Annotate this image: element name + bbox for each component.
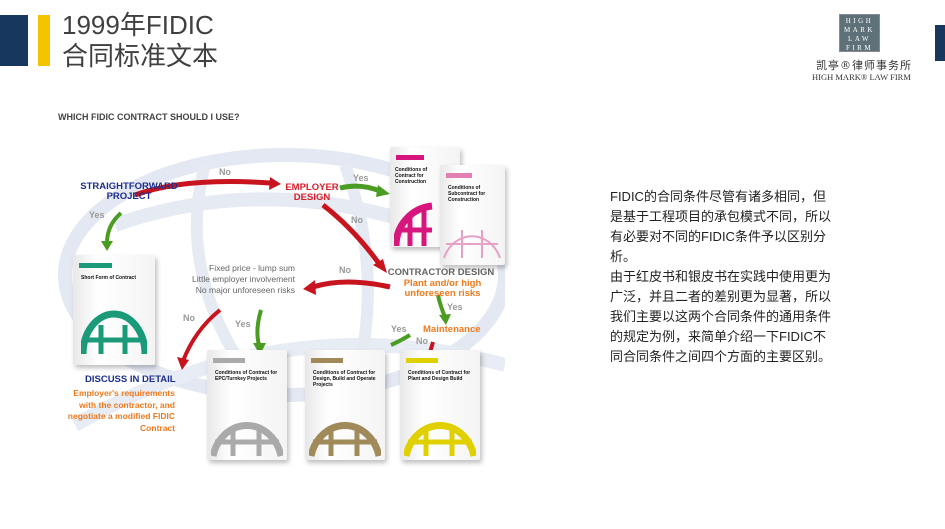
label-no: No: [219, 167, 231, 177]
accent-bar-left: [0, 15, 28, 66]
diagram-question: WHICH FIDIC CONTRACT SHOULD I USE?: [58, 112, 240, 122]
label-yes: Yes: [353, 173, 369, 183]
logo-line: FIRM: [845, 44, 874, 52]
contractor-design-sub: Plant and/or high unforeseen risks: [403, 278, 482, 299]
label-no: No: [183, 313, 195, 323]
accent-bar-yellow: [38, 15, 50, 66]
label-no: No: [351, 215, 363, 225]
book-subcontract: Conditions of Subcontract for Constructi…: [440, 165, 505, 265]
contractor-design-label: CONTRACTOR DESIGN: [387, 267, 495, 278]
label-no: No: [416, 336, 428, 346]
book-design-build-operate: Conditions of Contract for Design, Build…: [305, 350, 385, 460]
maintenance-label: Maintenance: [423, 324, 481, 335]
label-yes: Yes: [391, 324, 407, 334]
criterion: Fixed price - lump sum: [209, 263, 295, 273]
title-line-1: 1999年FIDIC: [62, 10, 214, 40]
book-title: Conditions of Contract for EPC/Turnkey P…: [215, 370, 278, 382]
discuss-label: DISCUSS IN DETAIL: [85, 374, 176, 385]
book-title: Conditions of Contract for Design, Build…: [313, 370, 376, 388]
book-short-form: Short Form of Contract: [73, 255, 155, 365]
book-plant-design-build: Conditions of Contract for Plant and Des…: [400, 350, 480, 460]
book-epc-turnkey: Conditions of Contract for EPC/Turnkey P…: [207, 350, 287, 460]
description-text: FIDIC的合同条件尽管有诸多相同，但是基于工程项目的承包模式不同，所以有必要对…: [610, 187, 835, 367]
criterion: No major unforeseen risks: [195, 285, 295, 295]
accent-bar-right: [935, 25, 945, 61]
book-title: Conditions of Contract for Plant and Des…: [408, 370, 471, 382]
discuss-sub: Employer's requirements with the contrac…: [67, 388, 175, 433]
book-title: Conditions of Subcontract for Constructi…: [448, 185, 486, 203]
logo-line: LAW: [848, 35, 871, 43]
label-yes: Yes: [89, 210, 105, 220]
logo-line: MARK: [843, 26, 875, 34]
label-yes: Yes: [235, 319, 251, 329]
logo-cn: 凯亭®律师事务所: [816, 59, 912, 72]
book-title: Conditions of Contract for Construction: [395, 167, 428, 185]
fidic-diagram: WHICH FIDIC CONTRACT SHOULD I USE? STRAI…: [55, 105, 505, 485]
paragraph: 由于红皮书和银皮书在实践中使用更为广泛，并且二者的差别更为显著，所以我们主要以这…: [610, 269, 832, 364]
paragraph: FIDIC的合同条件尽管有诸多相同，但是基于工程项目的承包模式不同，所以有必要对…: [610, 189, 832, 264]
logo-en: HIGH MARK® LAW FIRM: [812, 72, 911, 82]
employer-design-label: EMPLOYER DESIGN: [285, 182, 339, 203]
label-yes: Yes: [447, 302, 463, 312]
straightforward-label: STRAIGHTFORWARD PROJECT: [80, 181, 178, 202]
logo: HIGH MARK LAW FIRM: [839, 14, 880, 52]
label-no: No: [339, 265, 351, 275]
title-line-2: 合同标准文本: [62, 41, 219, 71]
criterion: Little employer involvement: [192, 274, 295, 284]
arrow-head: [269, 177, 281, 190]
logo-line: HIGH: [845, 17, 874, 25]
book-title: Short Form of Contract: [81, 275, 136, 281]
